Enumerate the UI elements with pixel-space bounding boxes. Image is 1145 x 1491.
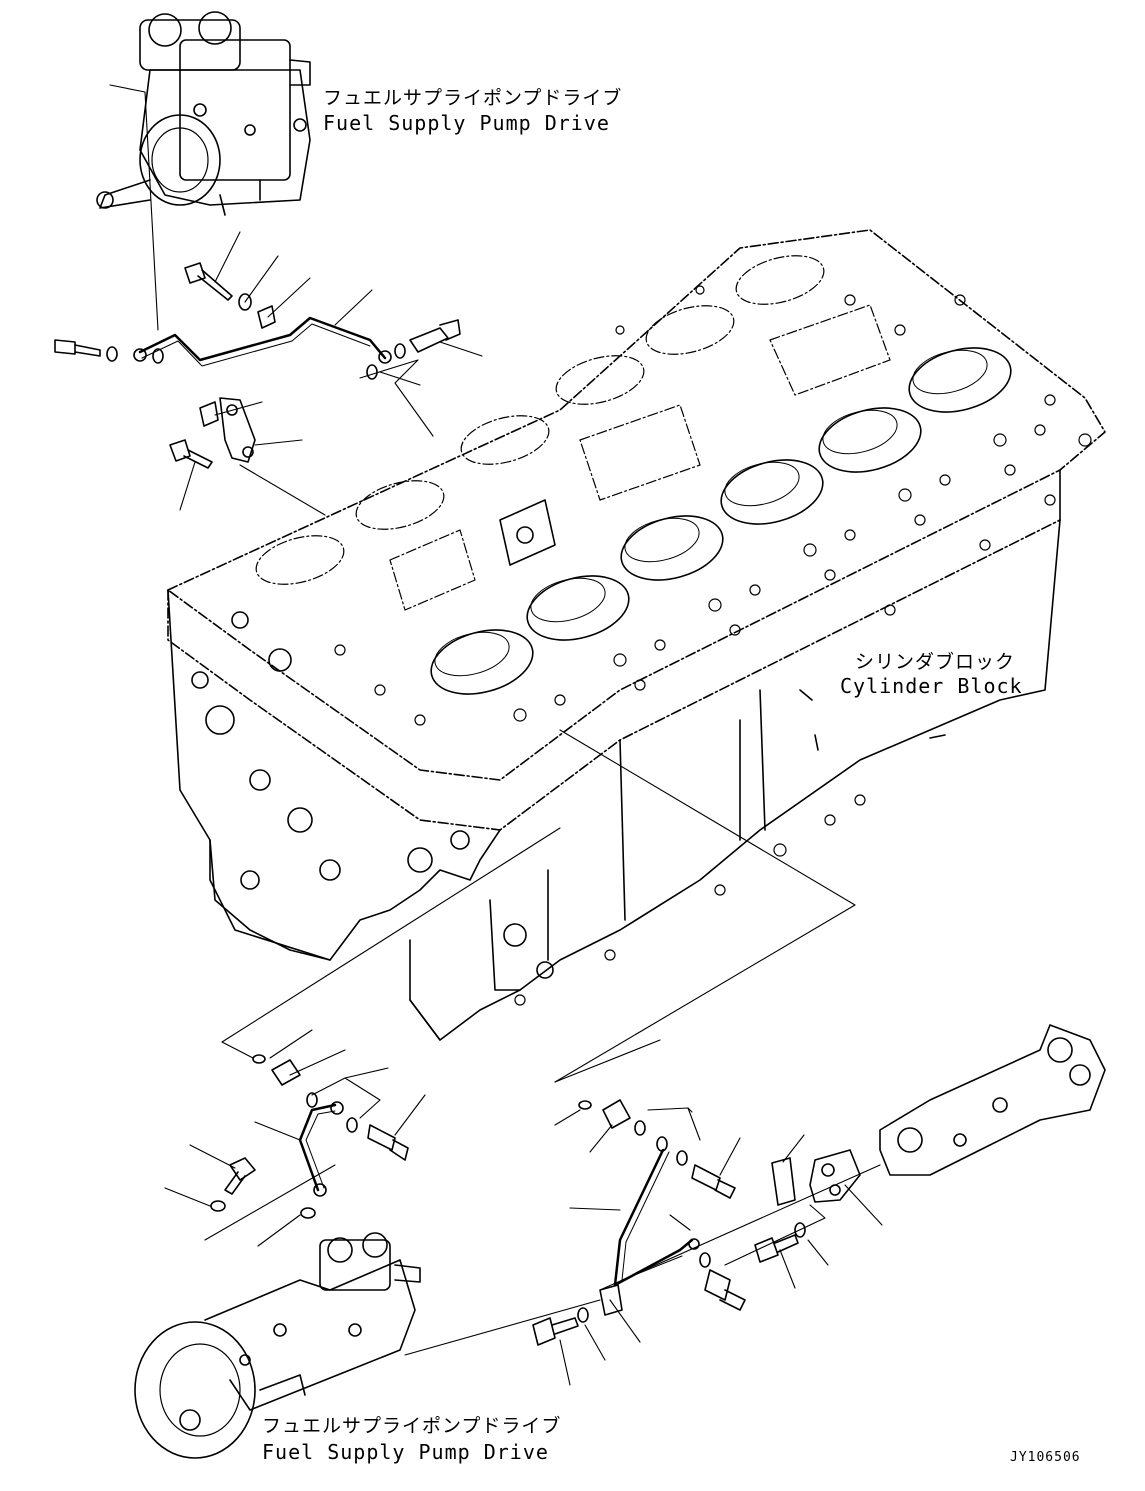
top-pipe-assembly xyxy=(54,84,483,516)
pump-top-label-en: Fuel Supply Pump Drive xyxy=(323,111,610,135)
pump-bottom-label-en: Fuel Supply Pump Drive xyxy=(262,1440,549,1464)
fuel-supply-pump-top xyxy=(96,11,311,216)
bottom-left-pipe-assembly xyxy=(164,827,561,1247)
pump-bottom-label-jp: フュエルサプライポンプドライブ xyxy=(262,1415,562,1437)
cylinder-block-label-en: Cylinder Block xyxy=(840,674,1023,698)
bottom-right-pipe-assembly xyxy=(404,729,1106,1386)
fuel-supply-pump-bottom xyxy=(134,1232,421,1459)
cylinder-block-label-jp: シリンダブロック xyxy=(855,651,1016,673)
pump-top-label-jp: フュエルサプライポンプドライブ xyxy=(323,87,623,109)
cylinder-block xyxy=(167,229,1106,1041)
drawing-code: JY106506 xyxy=(1010,1450,1081,1465)
